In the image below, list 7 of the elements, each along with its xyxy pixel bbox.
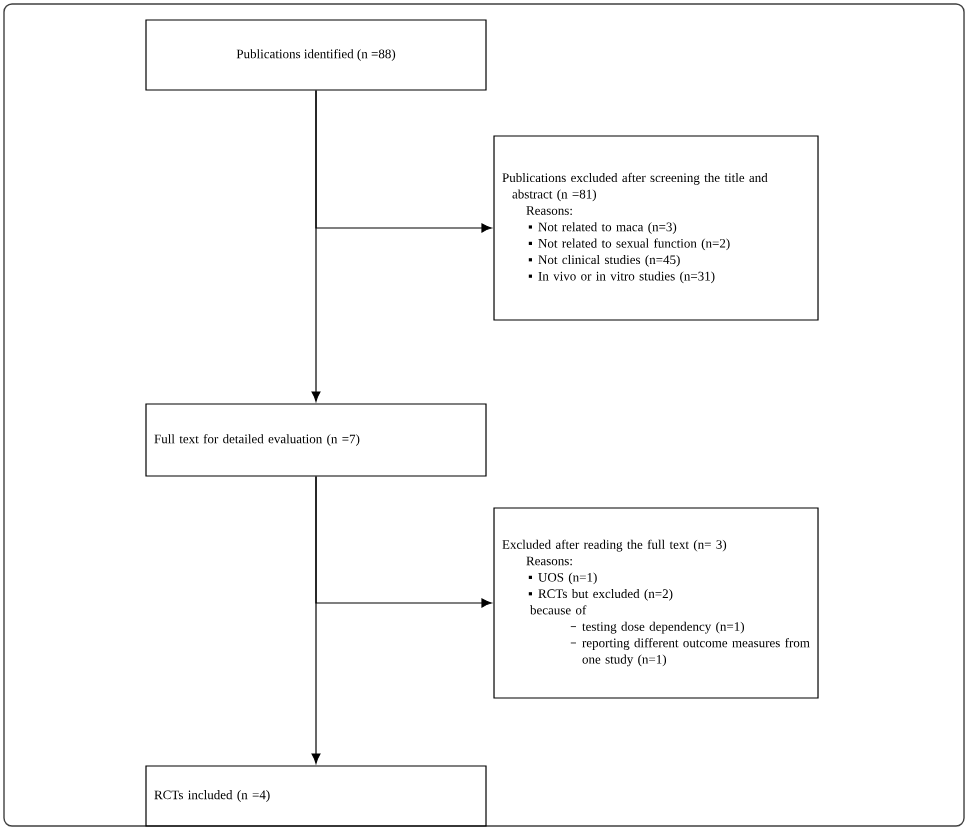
exclusion-box (493, 135, 819, 321)
process-box (145, 19, 487, 91)
process-box (145, 403, 487, 477)
process-box (145, 765, 487, 827)
exclusion-box (493, 507, 819, 699)
arrow (315, 90, 492, 233)
arrow (315, 476, 492, 608)
